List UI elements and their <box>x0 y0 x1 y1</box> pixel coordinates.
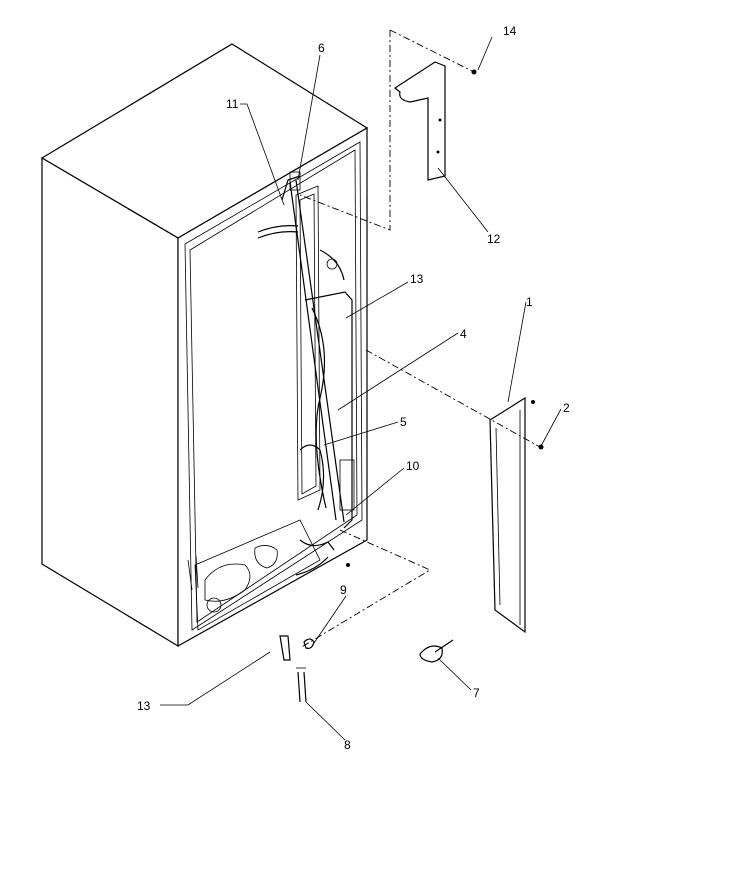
callout-10: 10 <box>406 459 420 473</box>
callout-5: 5 <box>400 415 407 429</box>
callout-2: 2 <box>563 401 570 415</box>
part-2-screw <box>538 444 544 450</box>
callout-9: 9 <box>340 583 347 597</box>
part-7-clip <box>419 639 454 663</box>
assembly-lines <box>299 29 541 649</box>
callout-4: 4 <box>460 327 467 341</box>
callout-12: 12 <box>487 232 501 246</box>
callout-labels: 6 11 14 12 13 4 5 10 1 2 9 13 7 8 <box>137 24 570 752</box>
callout-11: 11 <box>226 97 239 111</box>
callout-13-upper: 13 <box>410 272 424 286</box>
part-13-lower-bracket <box>279 635 291 661</box>
refrigerator-cabinet <box>40 43 369 648</box>
part-12-upper-cover <box>393 61 446 181</box>
callout-6: 6 <box>318 41 325 55</box>
callout-13-lower: 13 <box>137 699 151 713</box>
callout-7: 7 <box>473 686 480 700</box>
part-9-clip <box>303 638 315 649</box>
leader-lines <box>160 36 562 741</box>
callout-14: 14 <box>503 24 517 38</box>
part-1-side-cover <box>489 396 535 634</box>
condenser-coil <box>257 171 355 576</box>
callout-1: 1 <box>526 295 533 309</box>
callout-8: 8 <box>344 738 351 752</box>
part-8-drain-tube <box>296 667 307 703</box>
